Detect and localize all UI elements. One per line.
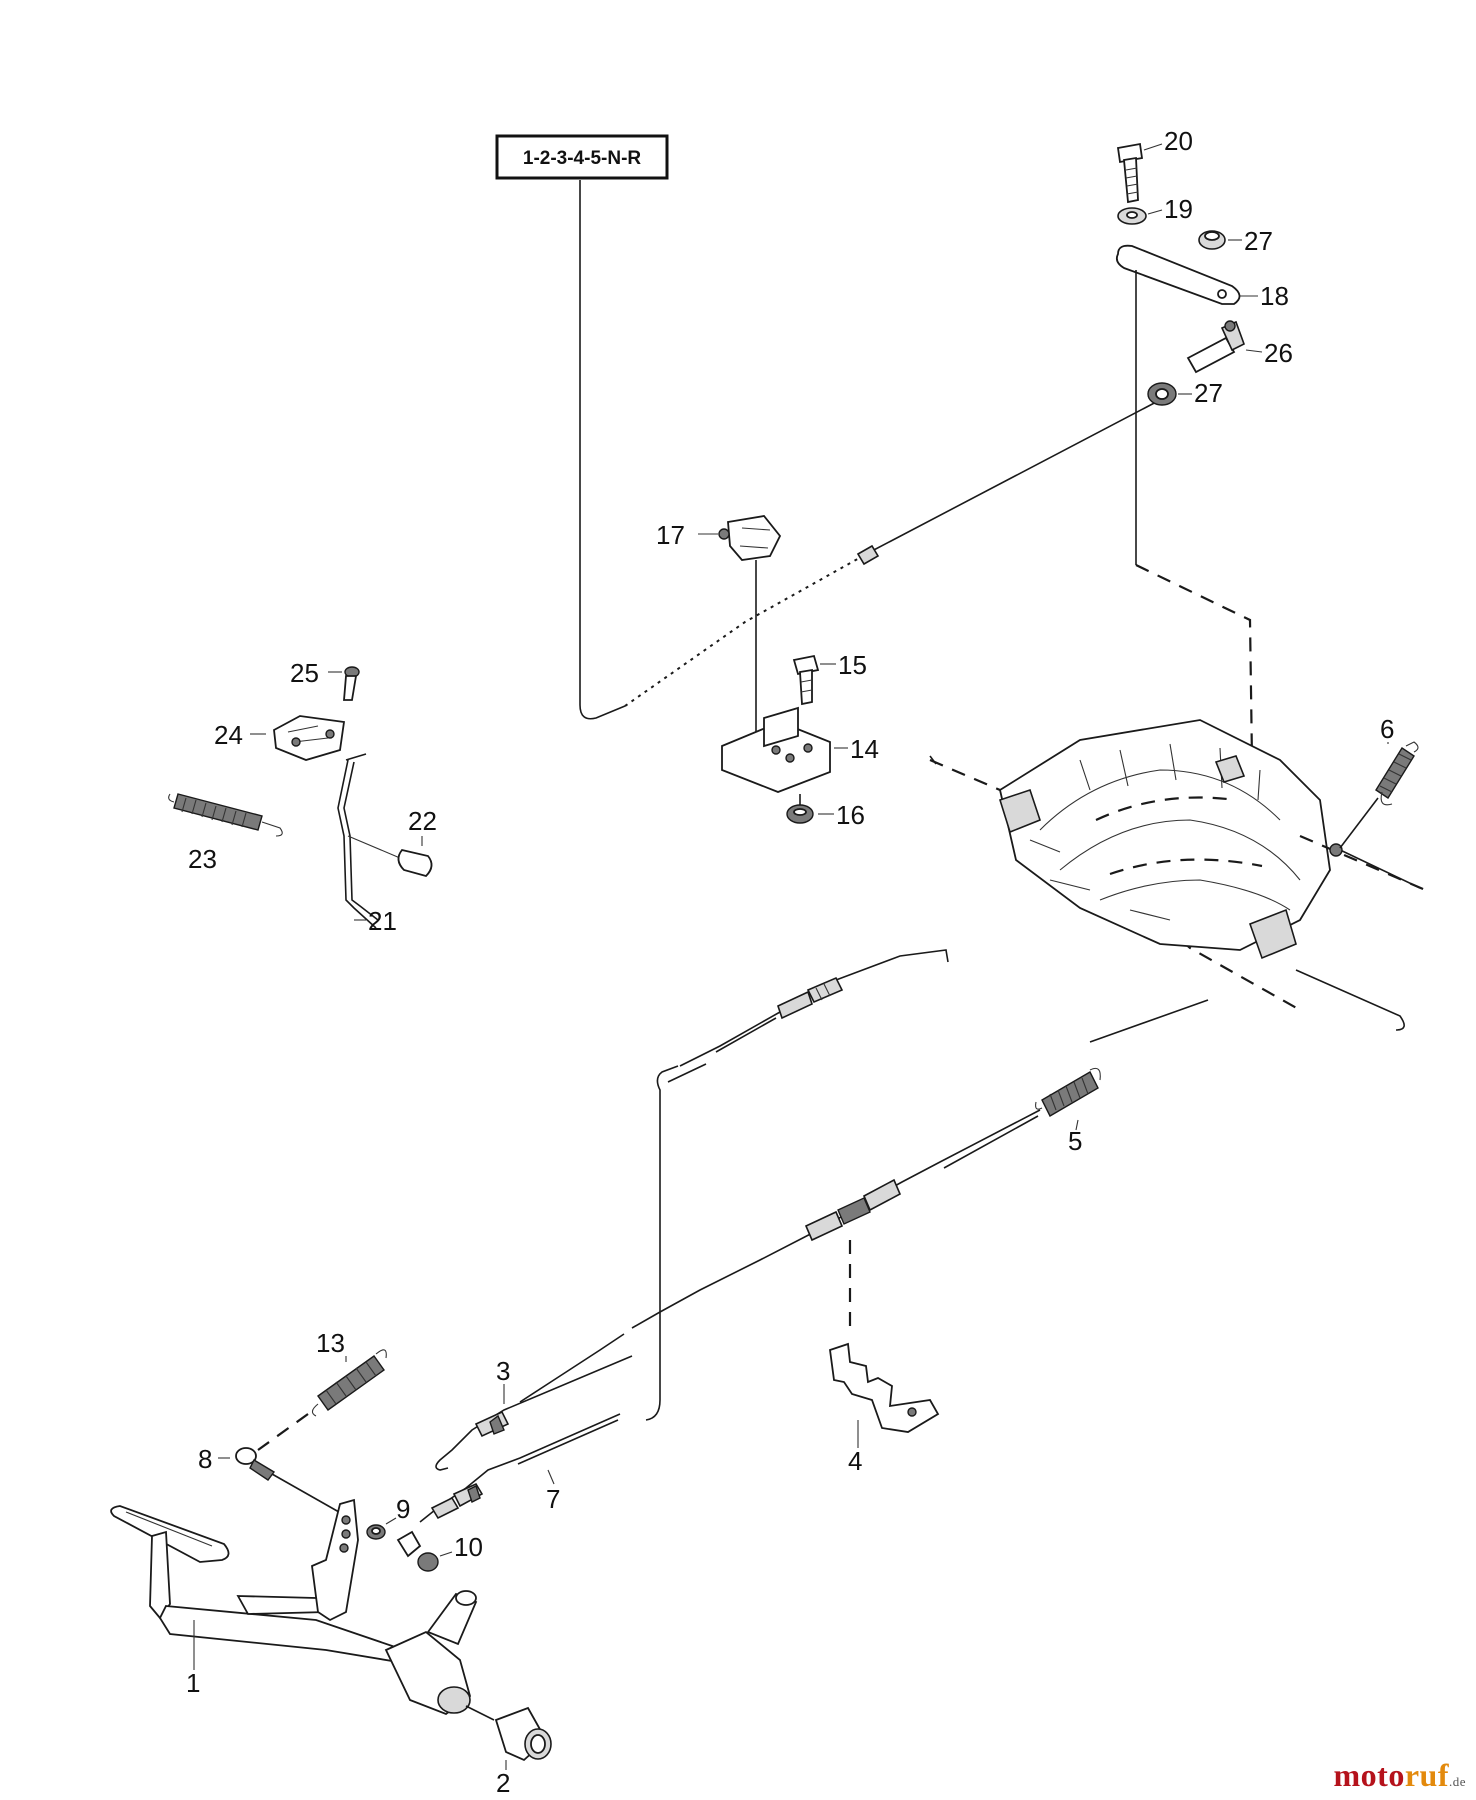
bolt-15 <box>792 654 820 706</box>
callout-16: 16 <box>836 800 865 830</box>
callout-1: 1 <box>186 1668 200 1698</box>
adjuster-3 <box>474 1410 510 1438</box>
gear-pattern-leader <box>579 180 626 720</box>
callout-27-upper: 27 <box>1244 226 1273 256</box>
leader-20 <box>1143 143 1163 151</box>
callout-25: 25 <box>290 658 319 688</box>
cable-upper-adjuster <box>777 976 844 1020</box>
callout-24: 24 <box>214 720 243 750</box>
watermark-accent: ruf <box>1404 1757 1449 1793</box>
spring-6 <box>1339 741 1419 849</box>
transaxle-assembly <box>929 719 1431 1031</box>
callout-3: 3 <box>496 1356 510 1386</box>
shift-arm-18 <box>1115 244 1241 305</box>
callout-19: 19 <box>1164 194 1193 224</box>
gear-pattern-label: 1-2-3-4-5-N-R <box>523 148 642 169</box>
callout-23: 23 <box>188 844 217 874</box>
callout-10: 10 <box>454 1532 483 1562</box>
leader-9 <box>385 1517 397 1525</box>
callout-7: 7 <box>546 1484 560 1514</box>
callout-6: 6 <box>1380 714 1394 744</box>
callout-5: 5 <box>1068 1126 1082 1156</box>
watermark-suffix: .de <box>1448 1774 1466 1789</box>
leader-10 <box>439 1551 453 1557</box>
nut-9 <box>366 1524 386 1540</box>
callout-2: 2 <box>496 1768 510 1798</box>
leader-5 <box>1075 1119 1079 1131</box>
cable-clip-17 <box>727 515 782 561</box>
callout-18: 18 <box>1260 281 1289 311</box>
callout-4: 4 <box>848 1446 862 1476</box>
callout-8: 8 <box>198 1444 212 1474</box>
callout-9: 9 <box>396 1494 410 1524</box>
cable-end-fitting <box>856 544 880 566</box>
spring-23 <box>168 793 283 837</box>
leader-7 <box>547 1469 555 1485</box>
shift-cable-rod <box>869 399 1161 553</box>
callout-21: 21 <box>368 906 397 936</box>
knob-22 <box>397 848 433 878</box>
watermark-main: moto <box>1333 1757 1405 1793</box>
bracket-24 <box>273 715 346 761</box>
watermark-logo: motoruf.de <box>1334 1757 1467 1794</box>
cable-5-rod <box>1089 999 1209 1043</box>
cable-upper <box>645 1011 781 1421</box>
nut-27-upper <box>1198 230 1226 250</box>
callout-26: 26 <box>1264 338 1293 368</box>
spring-13-dashed <box>257 1413 309 1451</box>
screw-25 <box>343 666 360 701</box>
leader-19 <box>1147 209 1163 215</box>
callout-17: 17 <box>656 520 685 550</box>
callout-27-lower: 27 <box>1194 378 1223 408</box>
cable-lower <box>519 1109 1041 1403</box>
cable-upper-end <box>835 949 949 981</box>
callout-13: 13 <box>316 1328 345 1358</box>
callout-22: 22 <box>408 806 437 836</box>
rod-21 <box>337 753 377 929</box>
adjuster-lower <box>804 1178 902 1242</box>
callout-20: 20 <box>1164 126 1193 156</box>
spring-13 <box>311 1349 387 1417</box>
callout-15: 15 <box>838 650 867 680</box>
clevis-10 <box>396 1530 439 1572</box>
leader-26 <box>1245 349 1263 353</box>
hook-8 <box>235 1447 347 1517</box>
pedal-to-bushing <box>465 1705 495 1721</box>
spring-5 <box>1035 1067 1101 1117</box>
linkage-dashed <box>1135 564 1254 761</box>
bolt-20 <box>1116 142 1144 204</box>
adjuster-7 <box>430 1482 484 1520</box>
cable-3 <box>435 1355 633 1471</box>
shift-cable-hidden <box>624 551 871 707</box>
bracket-4 <box>829 1342 940 1433</box>
callout-14: 14 <box>850 734 879 764</box>
bushing-2 <box>494 1706 552 1762</box>
nut-27-lower <box>1147 382 1177 406</box>
pedal-1 <box>110 1498 478 1716</box>
ball-joint-26 <box>1186 320 1245 374</box>
gear-pattern-box <box>495 134 669 180</box>
